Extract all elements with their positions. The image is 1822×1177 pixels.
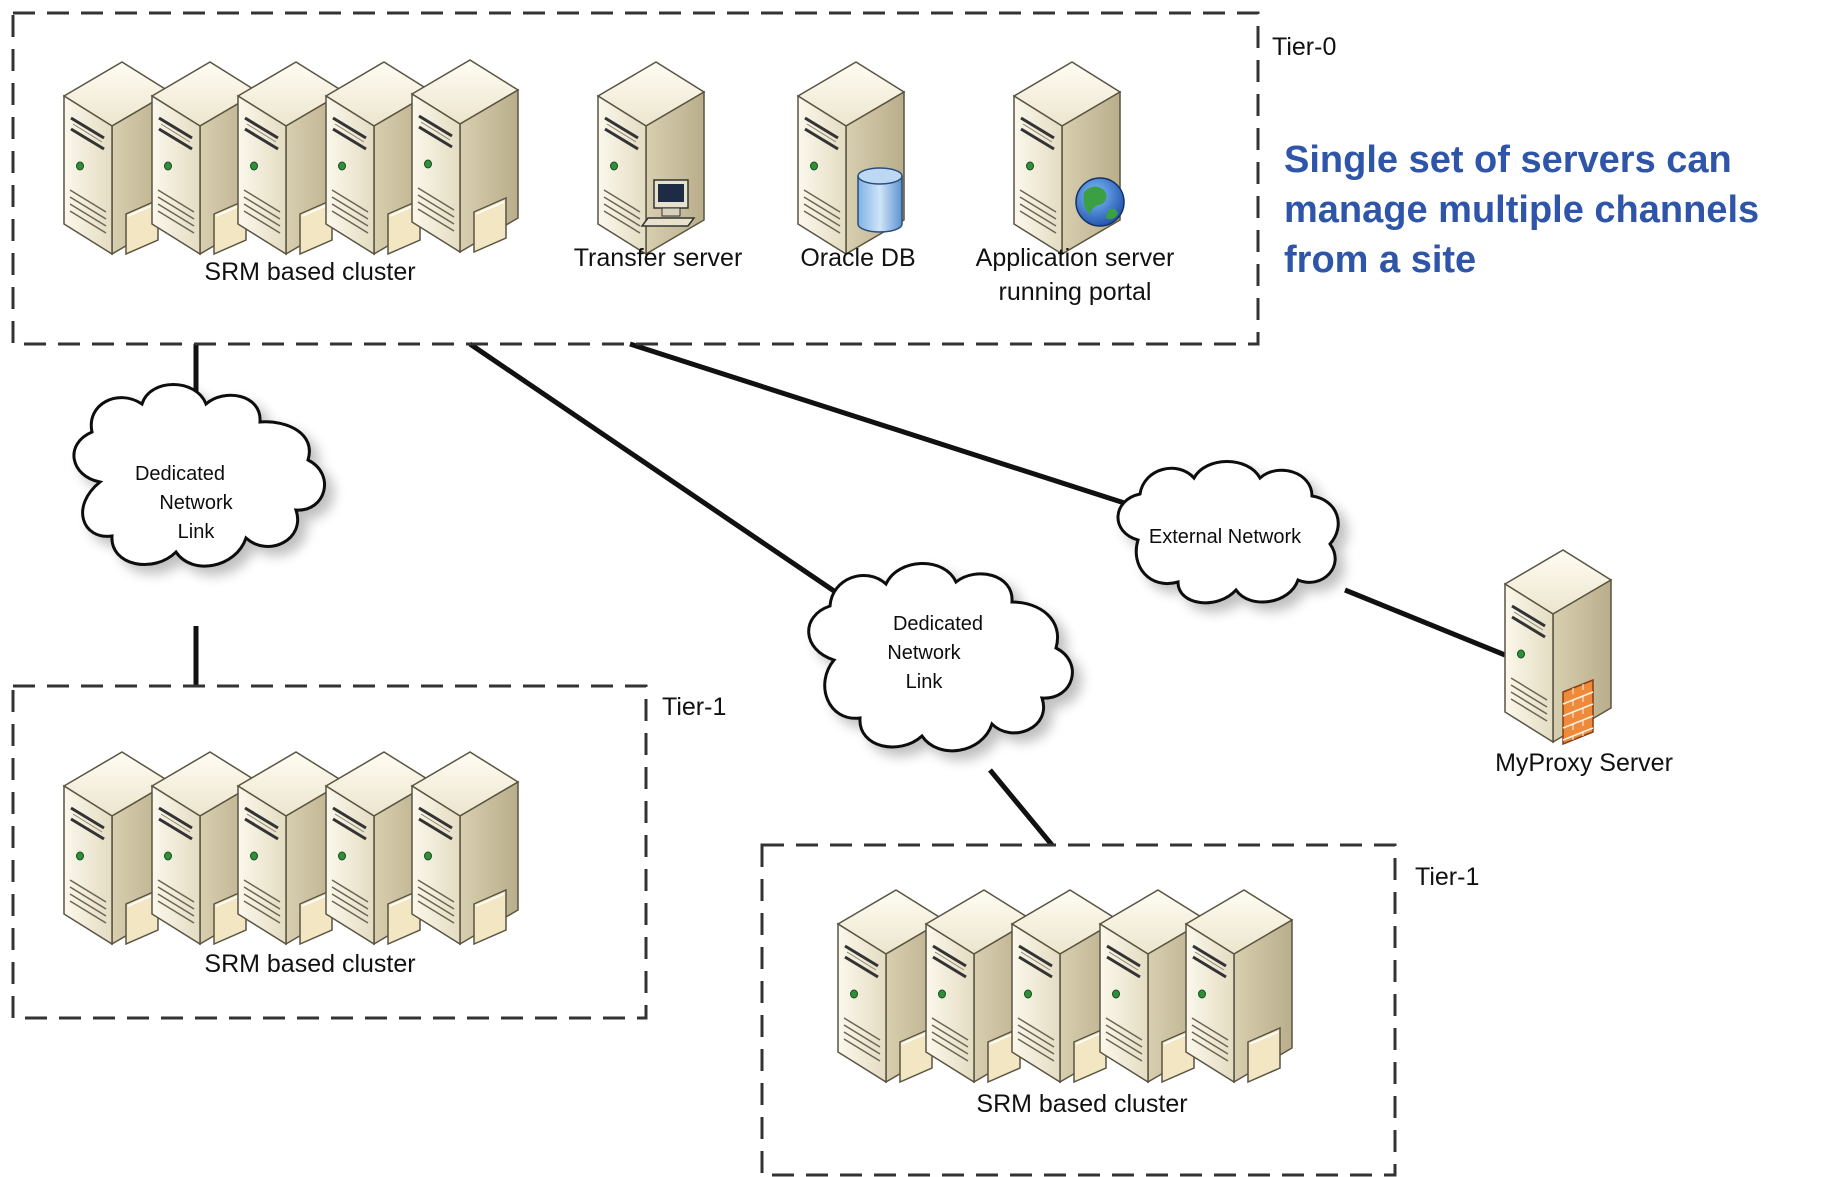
link-external-cloud-myproxy <box>1344 587 1506 658</box>
transfer-server: Transfer server <box>574 60 743 272</box>
cloud-center-line1: Dedicated <box>893 613 983 635</box>
tier0-boundary <box>11 11 1260 346</box>
application-server: Application server running portal <box>976 60 1175 306</box>
cluster-label: SRM based cluster <box>976 1090 1187 1118</box>
cloud-left-line3: Link <box>178 521 216 543</box>
note-line-1: Single set of servers can <box>1284 139 1732 181</box>
server-icon <box>1503 548 1613 744</box>
database-cylinder-icon <box>857 167 903 233</box>
note-text: Single set of servers can manage multipl… <box>1284 139 1759 281</box>
cloud-center-line2: Network <box>887 642 961 664</box>
network-cloud-icon <box>1116 460 1340 605</box>
cloud-dedicated-center: Dedicated Network Link <box>807 562 1074 753</box>
link-tier0-external-cloud <box>629 341 1141 511</box>
tier1-left-boundary <box>11 684 648 1020</box>
network-cloud-icon <box>72 383 326 568</box>
cloud-dedicated-left: Dedicated Network Link <box>72 383 326 568</box>
cloud-external: External Network <box>1116 460 1340 605</box>
app-server-label-line1: Application server <box>976 244 1175 272</box>
cluster-label: SRM based cluster <box>204 950 415 978</box>
link-tier0-center-cloud <box>468 341 867 615</box>
tier0-label: Tier-0 <box>1272 33 1336 61</box>
network-cloud-icon <box>807 562 1074 753</box>
desktop-computer-icon <box>640 179 696 227</box>
connection-lines <box>193 341 1506 847</box>
tier1-left-label: Tier-1 <box>662 693 726 721</box>
cloud-center-line3: Link <box>906 671 944 693</box>
myproxy-label: MyProxy Server <box>1495 749 1673 777</box>
tier1-right-boundary <box>760 843 1397 1177</box>
note-line-2: manage multiple channels <box>1284 189 1759 231</box>
tier1-right-label: Tier-1 <box>1415 863 1479 891</box>
cluster-label: SRM based cluster <box>204 258 415 286</box>
tier1-left-srm-cluster: SRM based cluster <box>62 750 520 978</box>
myproxy-server: MyProxy Server <box>1495 548 1673 777</box>
oracle-db-label: Oracle DB <box>800 244 915 272</box>
oracle-db: Oracle DB <box>796 60 916 272</box>
tier1-right-srm-cluster: SRM based cluster <box>836 888 1294 1118</box>
transfer-server-label: Transfer server <box>574 244 743 272</box>
app-server-label-line2: running portal <box>999 278 1152 306</box>
link-center-cloud-tier1 <box>988 768 1054 847</box>
cloud-left-line1: Dedicated <box>135 463 225 485</box>
cloud-external-label: External Network <box>1149 526 1302 548</box>
tier0-srm-cluster: SRM based cluster <box>62 58 520 286</box>
globe-icon <box>1075 177 1125 227</box>
note-line-3: from a site <box>1284 239 1476 281</box>
cloud-left-line2: Network <box>159 492 233 514</box>
firewall-brick-icon <box>1562 678 1594 746</box>
